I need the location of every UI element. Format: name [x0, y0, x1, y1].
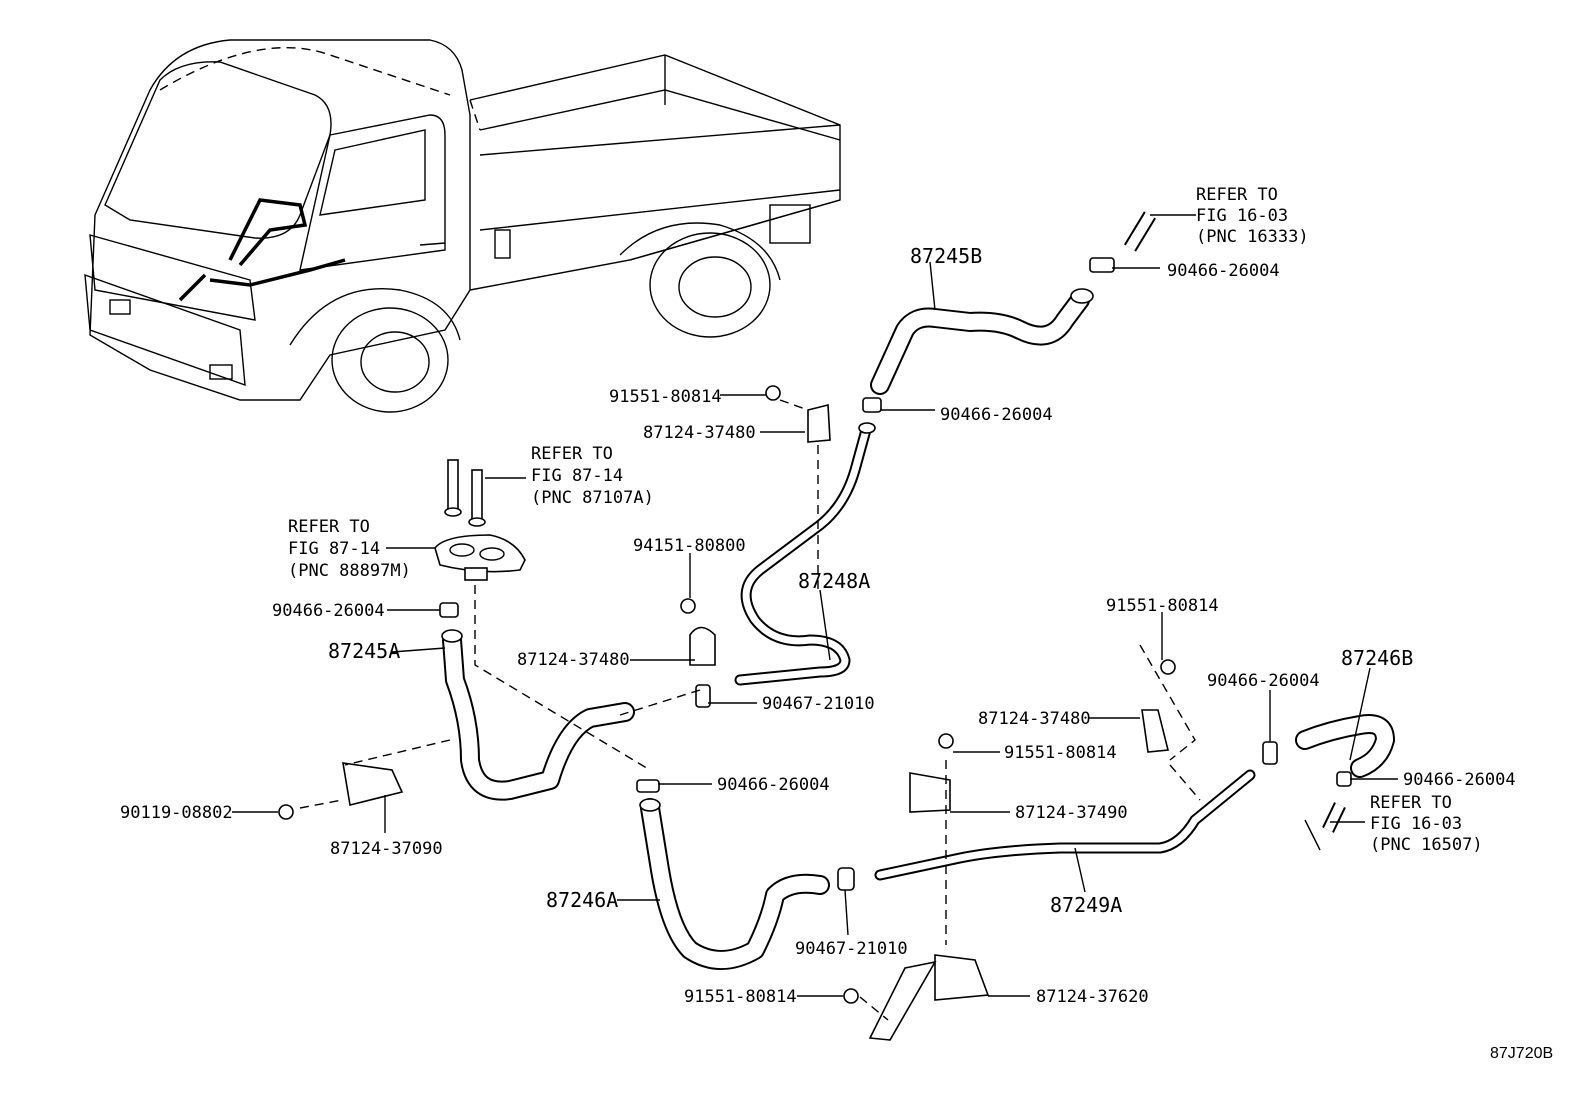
clamp-parts	[439, 257, 1352, 891]
pipe-lower-right	[1304, 802, 1346, 851]
refer-left-line-3: (PNC 88897M)	[288, 561, 411, 581]
hose-87245B	[870, 288, 1094, 395]
hose-87246B	[1295, 714, 1395, 778]
label-87245A: 87245A	[328, 639, 400, 663]
refer-upper-mid-line-1: REFER TO	[531, 444, 613, 464]
bracket-parts	[342, 403, 1170, 1041]
hose-87246A	[639, 798, 830, 970]
bolt-parts	[278, 385, 1176, 1004]
refer-upper-mid-line-2: FIG 87-14	[531, 466, 623, 486]
label-91551-80814-c: 91551-80814	[1106, 596, 1219, 616]
figure-code: 87J720B	[1490, 1045, 1553, 1062]
label-90466-26004-top: 90466-26004	[1167, 261, 1280, 281]
label-90466-26004-mid: 90466-26004	[940, 405, 1053, 425]
label-90466-26004-far: 90466-26004	[1403, 770, 1516, 790]
refer-left-line-2: FIG 87-14	[288, 539, 380, 559]
label-87248A: 87248A	[798, 569, 870, 593]
label-90119-08802: 90119-08802	[120, 803, 233, 823]
truck-illustration	[84, 39, 841, 413]
label-90466-26004-left: 90466-26004	[272, 601, 385, 621]
label-94151-80800: 94151-80800	[633, 536, 746, 556]
refer-bottom-right-line-3: (PNC 16507)	[1370, 835, 1483, 855]
label-90466-26004-center: 90466-26004	[717, 775, 830, 795]
callout-labels: 87245B 90466-26004 90466-26004 91551-808…	[120, 244, 1516, 1007]
refer-bottom-right-line-2: FIG 16-03	[1370, 814, 1462, 834]
label-87124-37490: 87124-37490	[1015, 803, 1128, 823]
refer-upper-mid: REFER TO FIG 87-14 (PNC 87107A)	[531, 444, 654, 508]
pipes-87107A	[444, 459, 486, 527]
label-90467-21010-b: 90467-21010	[795, 939, 908, 959]
label-87124-37480-a: 87124-37480	[643, 423, 756, 443]
label-87124-37480-c: 87124-37480	[978, 709, 1091, 729]
label-87246B: 87246B	[1341, 646, 1413, 670]
label-87124-37480-b: 87124-37480	[517, 650, 630, 670]
refer-bottom-right: REFER TO FIG 16-03 (PNC 16507)	[1370, 793, 1483, 855]
leader-lines	[232, 214, 1398, 997]
refer-top-right: REFER TO FIG 16-03 (PNC 16333)	[1196, 185, 1309, 247]
refer-bottom-right-line-1: REFER TO	[1370, 793, 1452, 813]
refer-left: REFER TO FIG 87-14 (PNC 88897M)	[288, 517, 411, 581]
assembly-lines	[299, 399, 1201, 1021]
grommet-88897M	[434, 534, 526, 581]
refer-left-line-1: REFER TO	[288, 517, 370, 537]
refer-top-right-line-3: (PNC 16333)	[1196, 227, 1309, 247]
label-87124-37620: 87124-37620	[1036, 987, 1149, 1007]
pipe-87249A	[874, 769, 1256, 881]
label-87246A: 87246A	[546, 888, 618, 912]
label-87124-37090: 87124-37090	[330, 839, 443, 859]
refer-top-right-line-2: FIG 16-03	[1196, 206, 1288, 226]
pipe-upper-right	[1124, 211, 1156, 252]
label-91551-80814-b: 91551-80814	[684, 987, 797, 1007]
label-87249A: 87249A	[1050, 893, 1122, 917]
refer-upper-mid-line-3: (PNC 87107A)	[531, 488, 654, 508]
label-90467-21010-a: 90467-21010	[762, 694, 875, 714]
refer-top-right-line-1: REFER TO	[1196, 185, 1278, 205]
label-87245B: 87245B	[910, 244, 982, 268]
pipe-87248A	[734, 422, 876, 686]
label-90466-26004-right: 90466-26004	[1207, 671, 1320, 691]
label-91551-80814-d: 91551-80814	[1004, 743, 1117, 763]
label-91551-80814-a: 91551-80814	[609, 387, 722, 407]
hose-87245A	[441, 629, 635, 801]
